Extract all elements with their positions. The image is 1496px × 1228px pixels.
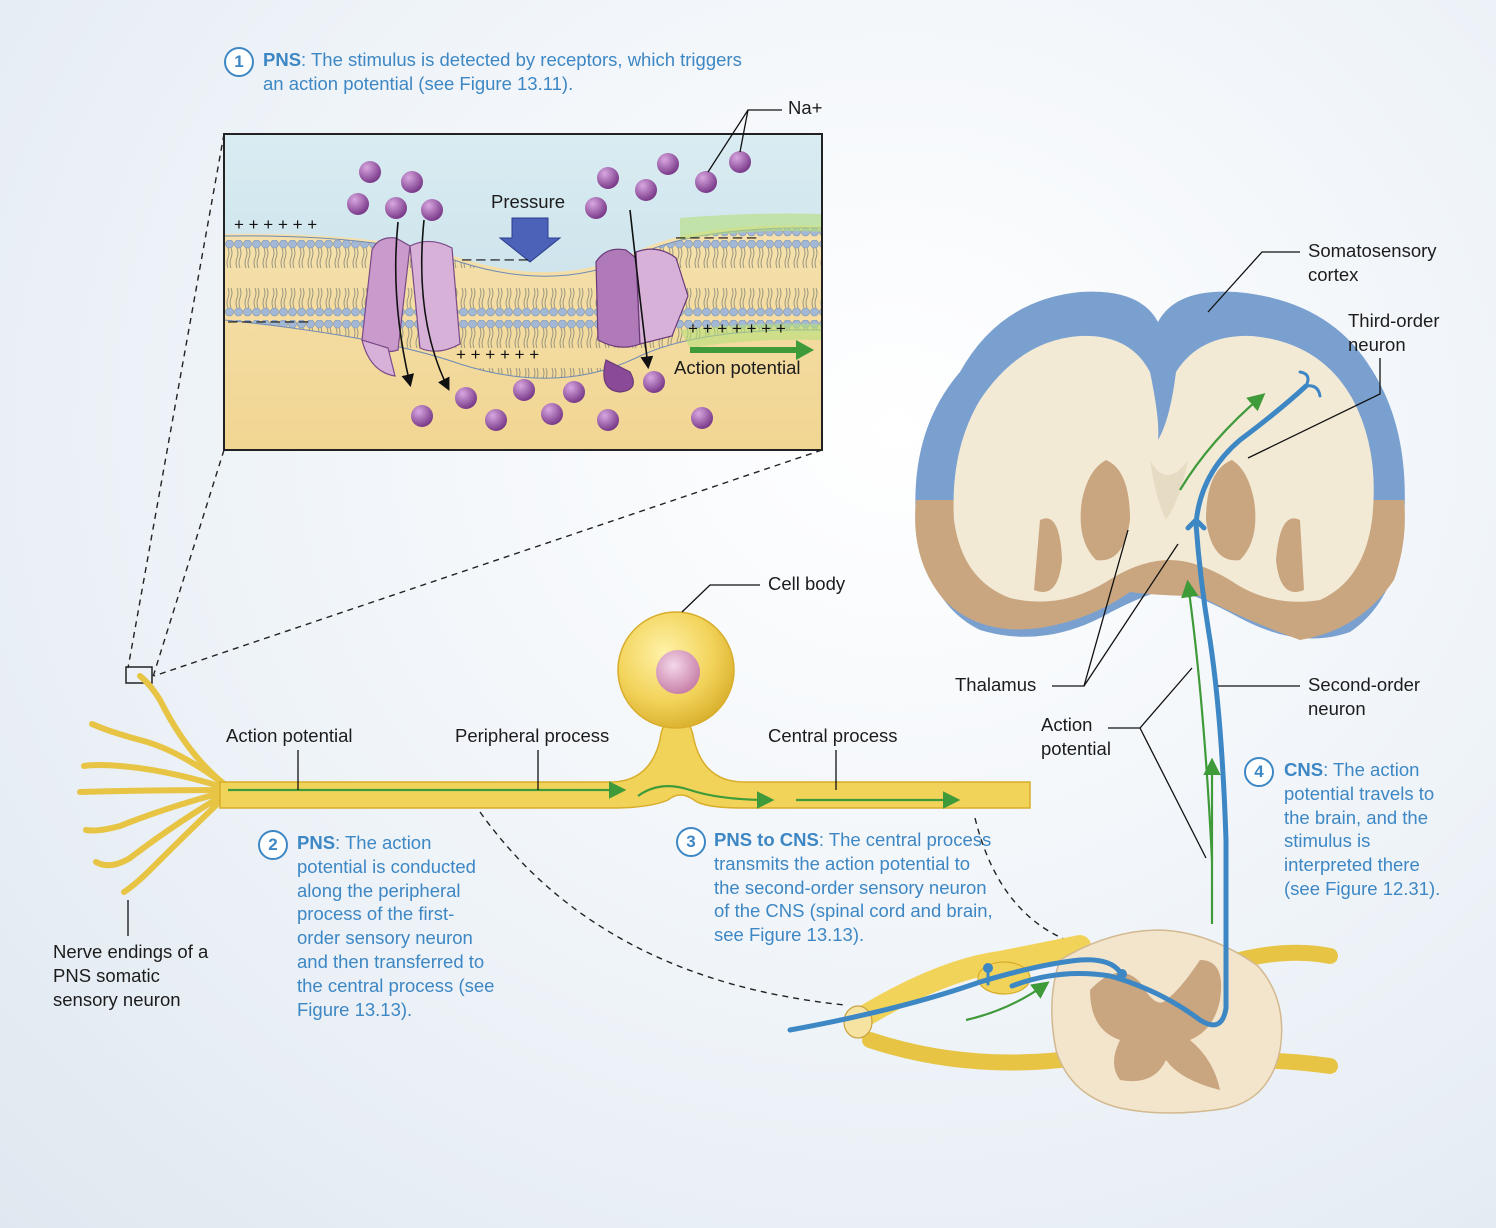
pressure-label: Pressure — [491, 191, 566, 212]
thalamus-label: Thalamus — [955, 674, 1037, 695]
second-order-neuron-label: Second-order neuron — [1308, 674, 1421, 719]
svg-text:– – – – – –: – – – – – – — [676, 227, 757, 246]
sodium-ions — [347, 151, 751, 431]
leader-lines — [127, 251, 1381, 936]
first-order-neuron — [77, 611, 1031, 895]
step-2-number: 2 — [258, 830, 288, 860]
step-2-heading: PNS — [297, 832, 336, 853]
membrane-charges: + + + + + + – – – – – – – – – – – + + + … — [228, 215, 786, 364]
somatosensory-cortex-label: Somatosensory cortex — [1308, 240, 1437, 285]
zoom-lines — [127, 133, 1081, 1006]
svg-text:+ + + + + + +: + + + + + + + — [688, 319, 786, 338]
step-1-text: PNS: The stimulus is detected by recepto… — [263, 48, 743, 96]
svg-text:– – – – – –: – – – – – – — [228, 311, 309, 330]
step-3-body: : The central process transmits the acti… — [714, 829, 993, 946]
step-2-text: PNS: The action potential is conducted a… — [297, 831, 497, 1021]
step-3-text: PNS to CNS: The central process transmit… — [714, 828, 996, 947]
cns-action-potential-label: Action potential — [1041, 714, 1111, 759]
central-process-label: Central process — [768, 725, 898, 746]
third-order-neuron-label: Third-order neuron — [1348, 310, 1440, 355]
step-2-body: : The action potential is conducted alon… — [297, 832, 495, 1020]
inset-action-potential-label: Action potential — [674, 357, 801, 378]
step-4-heading: CNS — [1284, 759, 1324, 780]
step-1-heading: PNS — [263, 49, 302, 70]
ion-channel-right — [595, 248, 689, 393]
membrane-inset: + + + + + + – – – – – – – – – – – + + + … — [223, 133, 823, 451]
svg-text:+ + + + + +: + + + + + + — [234, 215, 317, 234]
brain-coronal-section — [915, 291, 1405, 640]
pressure-arrow — [498, 217, 562, 263]
ion-channel-left — [361, 237, 461, 377]
cell-body-label: Cell body — [768, 573, 846, 594]
step-3-number: 3 — [676, 827, 706, 857]
step-4-number: 4 — [1244, 757, 1274, 787]
step-1-number: 1 — [224, 47, 254, 77]
step-4-text: CNS: The action potential travels to the… — [1284, 758, 1460, 901]
svg-text:– – – – –: – – – – – — [462, 249, 529, 268]
svg-text:+ + + + + +: + + + + + + — [456, 345, 539, 364]
step-4-body: : The action potential travels to the br… — [1284, 759, 1441, 899]
peripheral-process-label: Peripheral process — [455, 725, 610, 746]
zoom-source-box — [125, 666, 153, 684]
nerve-endings-label: Nerve endings of a PNS somatic sensory n… — [53, 941, 209, 1010]
na-label: Na+ — [788, 97, 823, 118]
step-3-heading: PNS to CNS — [714, 829, 819, 850]
step-1-body: : The stimulus is detected by receptors,… — [263, 49, 742, 94]
action-potential-label: Action potential — [226, 725, 353, 746]
cns-neuron-path — [787, 383, 1309, 1033]
